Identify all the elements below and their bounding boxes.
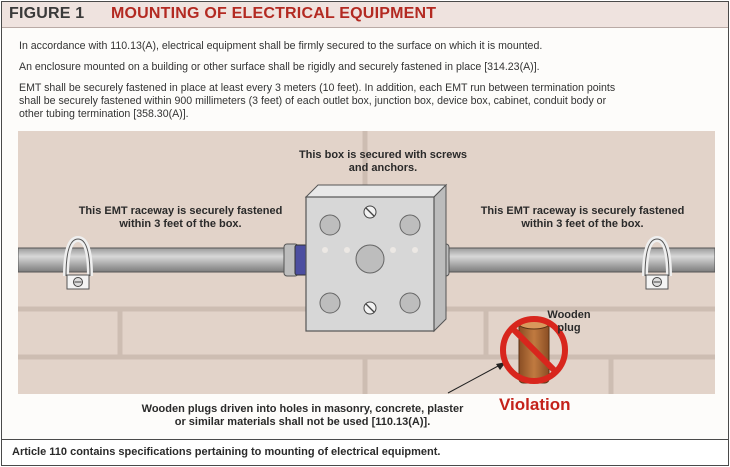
prohibition-icon bbox=[500, 316, 568, 384]
illustration: This box is secured with screws and anch… bbox=[18, 131, 715, 394]
left-conduit-strap bbox=[63, 235, 93, 290]
figure-caption: Article 110 contains specifications pert… bbox=[2, 439, 728, 465]
caption-text: Article 110 contains specifications pert… bbox=[12, 446, 441, 458]
note-arrow bbox=[447, 362, 506, 394]
right-raceway-label: This EMT raceway is securely fastened wi… bbox=[480, 205, 685, 230]
figure-header: FIGURE 1 MOUNTING OF ELECTRICAL EQUIPMEN… bbox=[2, 2, 728, 28]
wooden-plug-label: Wooden plug bbox=[547, 309, 591, 334]
figure-number: FIGURE 1 bbox=[9, 5, 85, 22]
box-screw-top bbox=[363, 205, 377, 219]
left-raceway-label: This EMT raceway is securely fastened wi… bbox=[78, 205, 283, 230]
violation-label: Violation bbox=[499, 395, 571, 414]
paragraph-enclosure: An enclosure mounted on a building or ot… bbox=[19, 61, 540, 73]
note-area: Wooden plugs driven into holes in masonr… bbox=[18, 394, 715, 439]
box-secured-label: This box is secured with screws and anch… bbox=[298, 149, 468, 174]
paragraph-mounting: In accordance with 110.13(A), electrical… bbox=[19, 40, 543, 52]
illustration-drawing bbox=[18, 131, 715, 394]
left-emt-conduit bbox=[18, 243, 308, 277]
paragraph-emt: EMT shall be securely fastened in place … bbox=[19, 82, 616, 120]
junction-box bbox=[304, 183, 448, 333]
figure-title: MOUNTING OF ELECTRICAL EQUIPMENT bbox=[111, 5, 437, 22]
wooden-plug-note: Wooden plugs driven into holes in masonr… bbox=[141, 403, 464, 428]
box-screw-bottom bbox=[363, 301, 377, 315]
right-conduit-strap bbox=[642, 235, 672, 290]
